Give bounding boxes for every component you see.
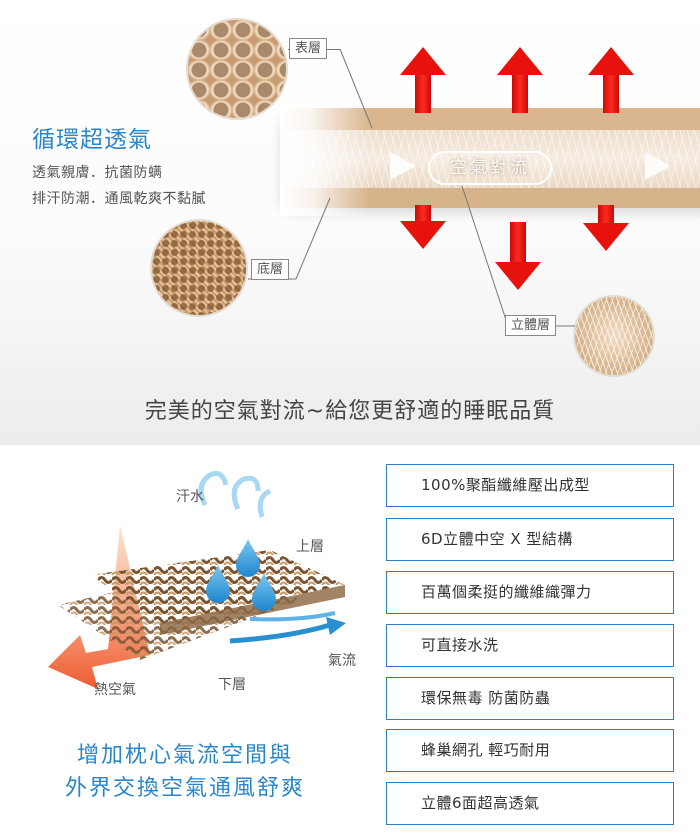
label-hot-air: 熱空氣	[94, 682, 136, 698]
spec-item: 環保無毒 防菌防蟲	[386, 677, 674, 720]
water-drop-icon	[206, 565, 230, 603]
water-drop-icon	[236, 539, 260, 577]
airflow-panel: 循環超透氣 透氣親膚．抗菌防螨 排汗防潮．通風乾爽不黏膩 空氣對流 表層 底層 …	[0, 0, 700, 445]
top-layer-mesh-image	[186, 18, 288, 120]
vapor-icon	[198, 470, 229, 507]
3d-layer-fiber-image	[573, 295, 655, 377]
spec-item: 100%聚酯纖維壓出成型	[386, 464, 674, 507]
airflow-arrow-icon	[229, 622, 331, 644]
airflow-label: 空氣對流	[428, 151, 552, 185]
callout-leader-lines	[248, 48, 575, 327]
airflow-arrow-icon	[390, 152, 416, 180]
section-title: 循環超透氣	[32, 127, 152, 153]
spec-item: 百萬個柔挺的纖維織彈力	[386, 571, 674, 614]
down-arrow-icon	[495, 222, 541, 290]
structure-panel: 汗水 上層 氣流 熱空氣 下層 增加枕心氣流空間與 外界交換空氣通風舒爽 100…	[0, 445, 700, 840]
callout-top-layer: 表層	[289, 38, 328, 59]
bottom-heading-line-1: 增加枕心氣流空間與	[76, 743, 293, 768]
feature-line-1: 透氣親膚．抗菌防螨	[32, 165, 163, 181]
up-arrow-icon	[497, 47, 543, 113]
label-sweat: 汗水	[176, 489, 204, 505]
callout-bottom-layer: 底層	[251, 259, 290, 280]
spec-item: 6D立體中空 X 型結構	[386, 518, 674, 561]
airflow-arrow-icon	[645, 152, 671, 180]
callout-middle-layer: 立體層	[505, 315, 557, 336]
spec-item: 蜂巢網孔 輕巧耐用	[386, 729, 674, 772]
up-arrow-icon	[400, 47, 446, 113]
down-arrow-icon	[400, 205, 446, 249]
up-arrow-icon	[588, 47, 634, 113]
feature-line-2: 排汗防潮．通風乾爽不黏膩	[32, 191, 206, 207]
slogan: 完美的空氣對流~給您更舒適的睡眠品質	[144, 399, 556, 424]
label-airflow: 氣流	[328, 653, 356, 669]
label-lower-layer: 下層	[218, 677, 246, 693]
spec-item: 立體6面超高透氣	[386, 782, 674, 825]
bottom-layer-mesh-image	[150, 219, 248, 317]
bottom-heading-line-2: 外界交換空氣通風舒爽	[64, 776, 305, 801]
mesh-illustration: 汗水 上層 氣流 熱空氣 下層	[0, 445, 370, 715]
down-arrow-icon	[583, 205, 629, 251]
label-upper-layer: 上層	[296, 539, 324, 555]
water-drop-icon	[252, 573, 276, 611]
spec-item: 可直接水洗	[386, 624, 674, 667]
